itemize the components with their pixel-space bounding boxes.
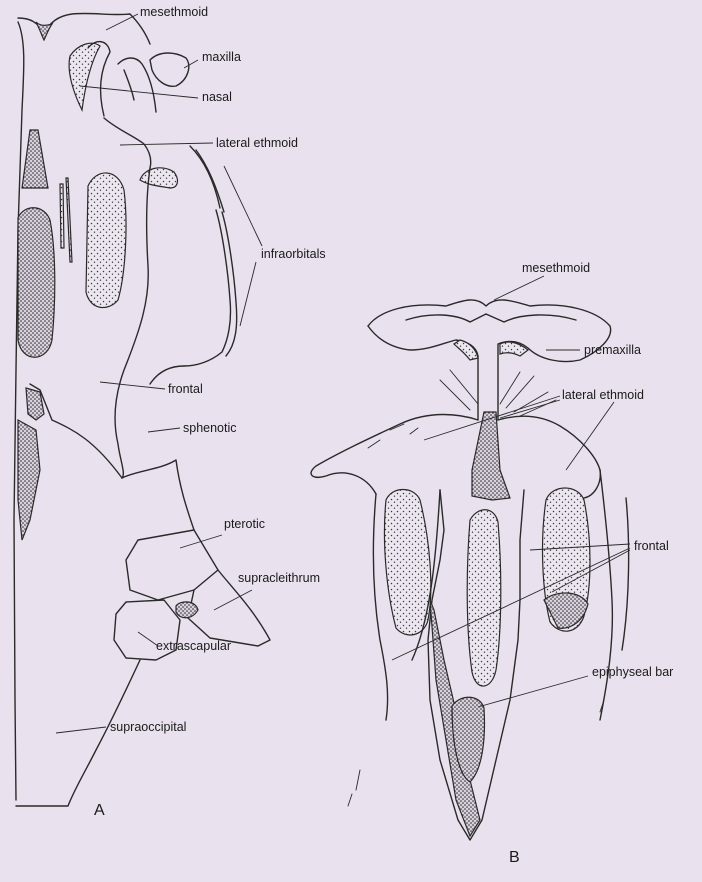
panel-b-drawing [311,300,629,840]
label-a-maxilla: maxilla [202,50,241,64]
panel-a-drawing [14,13,270,806]
label-b-epiphyseal-bar: epiphyseal bar [592,665,673,679]
label-a-mesethmoid: mesethmoid [140,5,208,19]
label-b-lateral-ethmoid: lateral ethmoid [562,388,644,402]
panel-b-letter: B [509,849,520,866]
label-a-supraoccipital: supraoccipital [110,720,186,734]
label-b-premaxilla: premaxilla [584,343,641,357]
label-a-lateral-ethmoid: lateral ethmoid [216,136,298,150]
label-a-frontal: frontal [168,382,203,396]
label-a-sphenotic: sphenotic [183,421,237,435]
label-a-extrascapular: extrascapular [156,639,231,653]
label-a-supracleithrum: supracleithrum [238,571,320,585]
label-a-pterotic: pterotic [224,517,265,531]
label-a-infraorbitals: infraorbitals [261,247,326,261]
label-b-frontal: frontal [634,539,669,553]
panel-a-letter: A [94,802,105,819]
label-a-nasal: nasal [202,90,232,104]
label-b-mesethmoid: mesethmoid [522,261,590,275]
panel-a-labels: mesethmoid maxilla nasal lateral ethmoid… [56,5,326,819]
